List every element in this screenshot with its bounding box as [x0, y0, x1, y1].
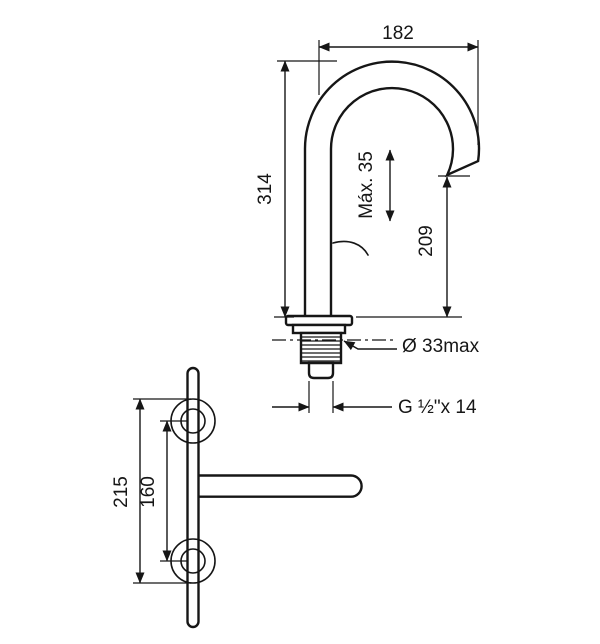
dim-label-max-deck: Máx. 35	[356, 151, 377, 219]
dim-label-total-height: 314	[255, 173, 276, 205]
dimension-spout-height: 209	[356, 175, 470, 318]
threaded-shank	[299, 331, 343, 365]
lever-handle	[332, 240, 369, 256]
dimension-thread: G ½"x 14	[272, 381, 477, 418]
base-flange	[284, 314, 354, 327]
dimension-hole-centers: 160	[138, 420, 188, 562]
lever-arm	[195, 474, 363, 498]
dim-label-hole-centers: 160	[138, 476, 159, 508]
dimension-diameter: Ø 33max	[343, 336, 480, 357]
dim-label-spout-height: 209	[416, 225, 437, 257]
dimension-total-height: 314	[255, 60, 337, 318]
dimension-max-deck: Máx. 35	[356, 149, 395, 222]
faucet-side-view	[272, 60, 481, 380]
dim-label-diameter: Ø 33max	[402, 336, 480, 357]
dimension-overall-length: 215	[111, 398, 191, 584]
mounting-rod	[186, 366, 200, 629]
base-flange-lower	[291, 323, 347, 335]
spout-outline	[303, 60, 481, 320]
dim-label-overall-length: 215	[111, 476, 132, 508]
faucet-front-view	[170, 366, 363, 629]
dim-label-thread: G ½"x 14	[398, 397, 477, 418]
dimension-reach: 182	[318, 23, 479, 145]
supply-stub	[307, 361, 335, 380]
dim-label-reach: 182	[382, 23, 414, 44]
